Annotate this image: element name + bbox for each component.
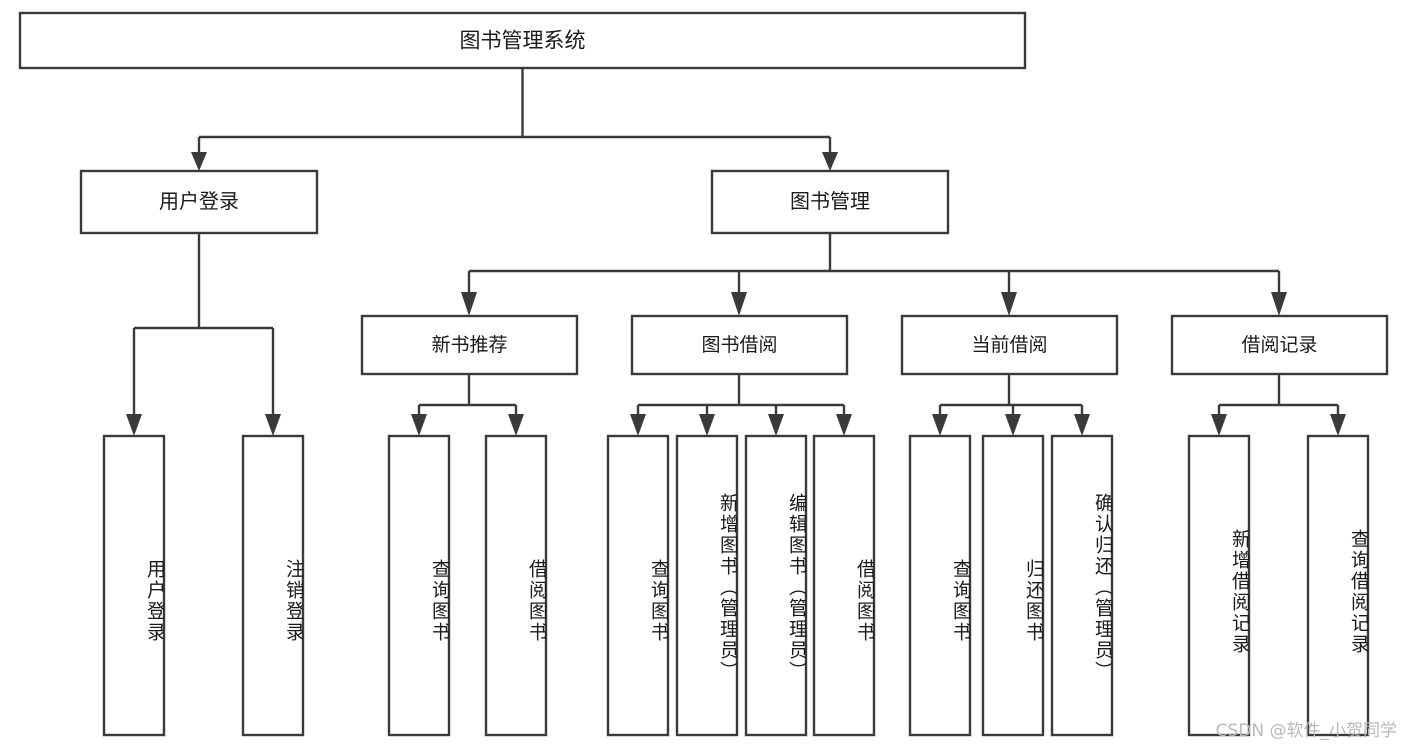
node-leaf-logout[interactable]: 注销登录: [241, 434, 305, 737]
node-leaf-query-book-current-rect: [908, 434, 972, 737]
node-leaf-borrow-book-rec-rect: [484, 434, 548, 737]
node-leaf-add-book-admin-label: 新增图书（管理员）: [717, 492, 737, 682]
node-leaf-add-book-admin-rect: [675, 434, 739, 737]
node-leaf-confirm-return-admin[interactable]: 确认归还（管理员）: [1050, 434, 1114, 737]
node-leaf-edit-book-admin-rect: [744, 434, 808, 737]
arrow-head-leaf-confirm-return: [1074, 414, 1090, 436]
arrow-head-leaf-return-book: [1005, 414, 1021, 436]
node-new-book-recommend[interactable]: 新书推荐: [360, 314, 579, 376]
node-leaf-query-book-borrow[interactable]: 查询图书: [606, 434, 670, 737]
node-leaf-return-book[interactable]: 归还图书: [981, 434, 1045, 737]
arrow-head-leaf-query-record: [1330, 414, 1346, 436]
watermark-label: CSDN @软件_小贺同学: [1215, 721, 1397, 741]
arrow-head-leaf-query-book-1: [411, 414, 427, 436]
node-leaf-query-book-current-label: 查询图书: [950, 558, 970, 643]
node-leaf-query-borrow-record-rect: [1306, 434, 1370, 737]
node-leaf-query-book-borrow-label: 查询图书: [648, 558, 668, 643]
node-leaf-return-book-rect: [981, 434, 1045, 737]
node-leaf-add-book-admin[interactable]: 新增图书（管理员）: [675, 434, 739, 737]
node-book-management-label: 图书管理: [790, 189, 870, 213]
node-current-borrow-label: 当前借阅: [971, 334, 1047, 356]
node-leaf-borrow-book-borrow[interactable]: 借阅图书: [812, 434, 876, 737]
node-book-management-rect: [710, 169, 950, 235]
node-leaf-query-book-rec[interactable]: 查询图书: [387, 434, 451, 737]
node-leaf-query-book-rec-label: 查询图书: [429, 558, 449, 643]
arrow-head-user-login: [191, 152, 207, 171]
arrow-head-leaf-user-login: [126, 414, 142, 436]
node-user-login-label: 用户登录: [159, 189, 239, 213]
connector-layer: [126, 68, 1346, 436]
node-leaf-borrow-book-rec-label: 借阅图书: [526, 558, 546, 643]
arrow-head-book-manage: [822, 152, 838, 171]
node-current-borrow[interactable]: 当前借阅: [900, 314, 1119, 376]
node-root-system[interactable]: 图书管理系统: [18, 11, 1027, 70]
node-book-borrow-rect: [630, 314, 849, 376]
arrow-head-book-borrow: [731, 292, 747, 316]
node-leaf-add-borrow-record[interactable]: 新增借阅记录: [1187, 434, 1251, 737]
arrow-head-leaf-edit-book: [768, 414, 784, 436]
node-book-management[interactable]: 图书管理: [710, 169, 950, 235]
node-leaf-query-book-borrow-rect: [606, 434, 670, 737]
node-book-borrow-label: 图书借阅: [701, 334, 777, 356]
node-leaf-add-borrow-record-rect: [1187, 434, 1251, 737]
arrow-head-leaf-borrow-book-1: [508, 414, 524, 436]
node-leaf-confirm-return-admin-rect: [1050, 434, 1114, 737]
node-leaf-query-borrow-record-label: 查询借阅记录: [1348, 528, 1368, 655]
node-leaf-add-borrow-record-label: 新增借阅记录: [1229, 528, 1249, 655]
node-leaf-return-book-label: 归还图书: [1023, 558, 1043, 643]
arrow-head-leaf-logout: [265, 414, 281, 436]
node-book-borrow[interactable]: 图书借阅: [630, 314, 849, 376]
node-leaf-logout-label: 注销登录: [283, 558, 303, 643]
node-borrow-record[interactable]: 借阅记录: [1170, 314, 1389, 376]
arrow-head-current-borrow: [1001, 292, 1017, 316]
node-borrow-record-label: 借阅记录: [1241, 334, 1317, 356]
arrow-head-leaf-add-book: [699, 414, 715, 436]
node-root-system-label: 图书管理系统: [460, 29, 586, 53]
arrow-head-new-book-rec: [461, 292, 477, 316]
arrow-head-leaf-borrow-book-2: [836, 414, 852, 436]
node-user-login-rect: [79, 169, 319, 235]
node-leaf-user-login-rect: [102, 434, 166, 737]
node-leaf-query-book-current[interactable]: 查询图书: [908, 434, 972, 737]
arrow-head-borrow-record: [1271, 292, 1287, 316]
arrow-head-leaf-query-book-2: [630, 414, 646, 436]
arrow-head-leaf-add-record: [1211, 414, 1227, 436]
node-leaf-borrow-book-borrow-label: 借阅图书: [854, 558, 874, 643]
node-leaf-borrow-book-borrow-rect: [812, 434, 876, 737]
node-new-book-recommend-rect: [360, 314, 579, 376]
node-leaf-edit-book-admin-label: 编辑图书（管理员）: [786, 492, 806, 682]
node-leaf-borrow-book-rec[interactable]: 借阅图书: [484, 434, 548, 737]
arrow-head-leaf-query-book-3: [932, 414, 948, 436]
node-leaf-query-book-rec-rect: [387, 434, 451, 737]
node-user-login[interactable]: 用户登录: [79, 169, 319, 235]
node-leaf-user-login-label: 用户登录: [144, 558, 164, 643]
node-leaf-logout-rect: [241, 434, 305, 737]
node-new-book-recommend-label: 新书推荐: [431, 334, 507, 356]
node-root-system-rect: [18, 11, 1027, 70]
node-leaf-user-login[interactable]: 用户登录: [102, 434, 166, 737]
node-leaf-edit-book-admin[interactable]: 编辑图书（管理员）: [744, 434, 808, 737]
node-current-borrow-rect: [900, 314, 1119, 376]
node-borrow-record-rect: [1170, 314, 1389, 376]
node-leaf-query-borrow-record[interactable]: 查询借阅记录: [1306, 434, 1370, 737]
node-leaf-confirm-return-admin-label: 确认归还（管理员）: [1092, 492, 1112, 682]
